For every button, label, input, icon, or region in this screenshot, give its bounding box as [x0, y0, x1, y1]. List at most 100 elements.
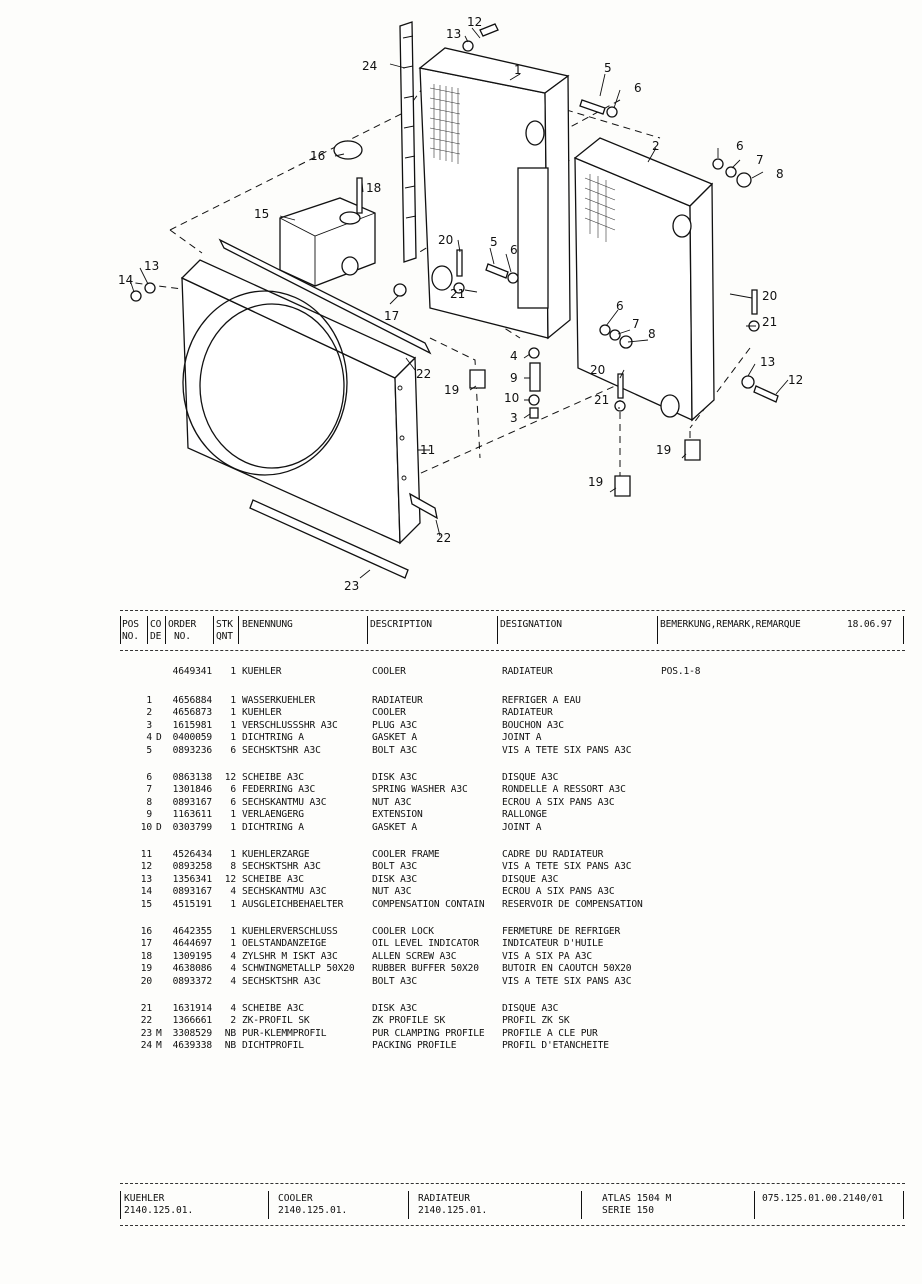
oil-level-indicator — [393, 283, 407, 297]
table-top-rule — [120, 610, 905, 611]
row-qty: 1 — [230, 822, 236, 833]
disk-21-left — [453, 282, 465, 294]
zk-profile-strip — [218, 238, 432, 355]
row-order-no: 4644697 — [172, 938, 213, 950]
row-benennung: KUEHLERZARGE — [242, 848, 310, 860]
row-pos: 20 — [140, 976, 152, 987]
row-order-no: 4638086 — [172, 963, 213, 975]
row-pos: 10 — [140, 822, 152, 833]
bolt-12-right — [753, 385, 779, 403]
col-divider — [165, 616, 166, 644]
row-qty: 1 — [230, 848, 236, 860]
row-benennung: DICHTPROFIL — [242, 1040, 304, 1052]
row-pos: 23 — [140, 1027, 152, 1039]
col-divider — [147, 616, 148, 644]
row-pos: 21 — [140, 1002, 152, 1014]
row-pos: 7 — [146, 784, 152, 796]
bolt-20-right — [751, 289, 758, 315]
footer-series: SERIE 150 — [602, 1205, 654, 1216]
row-qty: 4 — [230, 976, 236, 987]
header-order: ORDER — [168, 619, 197, 630]
callout-19c: 19 — [588, 475, 603, 489]
disk-6-right — [712, 158, 724, 170]
rubber-buffer-19-c — [614, 475, 631, 497]
row-benennung: SCHEIBE A3C — [242, 873, 304, 885]
col-divider — [120, 616, 121, 644]
packing-profile-shape — [399, 21, 417, 263]
callout-6: 6 — [634, 81, 642, 95]
header-qty-2: QNT — [216, 631, 233, 642]
bolt-20-left — [456, 249, 463, 277]
bolt-12-top — [479, 23, 499, 37]
callout-6c: 6 — [510, 243, 518, 257]
row-designation: RONDELLE A RESSORT A3C — [502, 784, 626, 796]
row-description: RUBBER BUFFER 50X20 — [372, 963, 479, 975]
row-designation: RADIATEUR — [502, 707, 553, 719]
row-qty: 2 — [230, 1015, 236, 1027]
callout-22a: 22 — [416, 367, 431, 381]
callout-9: 9 — [510, 371, 518, 385]
nut-14 — [130, 290, 142, 302]
callout-20a: 20 — [438, 233, 453, 247]
callout-23: 23 — [344, 579, 359, 593]
row-designation: VIS A SIX PA A3C — [502, 950, 593, 962]
row-pos: 12 — [140, 861, 152, 873]
row-description: COOLER FRAME — [372, 848, 440, 860]
callout-20c: 20 — [762, 289, 777, 303]
header-description: DESCRIPTION — [370, 619, 432, 630]
row-order-no: 0893167 — [172, 796, 213, 808]
row-order-no: 4649341 — [172, 666, 213, 677]
zk-profile-strip — [409, 492, 438, 520]
callout-21a: 21 — [450, 287, 465, 301]
callout-10: 10 — [504, 391, 519, 405]
page-footer: KUEHLER 2140.125.01. COOLER 2140.125.01.… — [120, 1183, 905, 1229]
row-benennung: ZK-PROFIL SK — [242, 1015, 310, 1027]
plug-3 — [529, 407, 539, 419]
row-benennung: KUEHLER — [242, 666, 282, 677]
col-divider — [213, 616, 214, 644]
row-qty: NB — [224, 1040, 236, 1052]
footer-divider — [754, 1191, 755, 1219]
row-designation: PROFIL D'ETANCHEITE — [502, 1040, 609, 1052]
col-divider — [238, 616, 239, 644]
row-order-no: 0893372 — [172, 976, 213, 987]
row-order-no: 0893167 — [172, 886, 213, 898]
row-description: NUT A3C — [372, 796, 412, 808]
row-description: COOLER LOCK — [372, 925, 434, 937]
row-order-no: 1309195 — [172, 950, 213, 962]
row-pos: 3 — [146, 719, 152, 731]
row-designation: ECROU A SIX PANS A3C — [502, 796, 615, 808]
row-pos: 22 — [140, 1015, 152, 1027]
row-qty: 12 — [224, 771, 236, 783]
callout-7b: 7 — [632, 317, 640, 331]
col-divider — [903, 616, 904, 644]
disk-13-right — [741, 375, 755, 389]
row-code: M — [156, 1040, 162, 1052]
callout-21b: 21 — [594, 393, 609, 407]
row-order-no: 1301846 — [172, 784, 213, 796]
row-qty: 8 — [230, 861, 236, 873]
row-description: PUR CLAMPING PROFILE — [372, 1027, 485, 1039]
callout-24: 24 — [362, 59, 377, 73]
row-description: RADIATEUR — [372, 694, 423, 706]
row-pos: 14 — [140, 886, 152, 898]
row-description: BOLT A3C — [372, 861, 418, 873]
footer-en-title: COOLER — [278, 1193, 313, 1204]
row-order-no: 0863138 — [172, 771, 213, 783]
row-qty: 4 — [230, 950, 236, 962]
row-benennung: SECHSKTSHR A3C — [242, 976, 321, 987]
row-benennung: FEDERRING A3C — [242, 784, 316, 796]
callout-12b: 12 — [788, 373, 803, 387]
callout-19a: 19 — [444, 383, 459, 397]
footer-fr-title: RADIATEUR — [418, 1193, 470, 1204]
spring-washer-7-low — [609, 329, 621, 341]
